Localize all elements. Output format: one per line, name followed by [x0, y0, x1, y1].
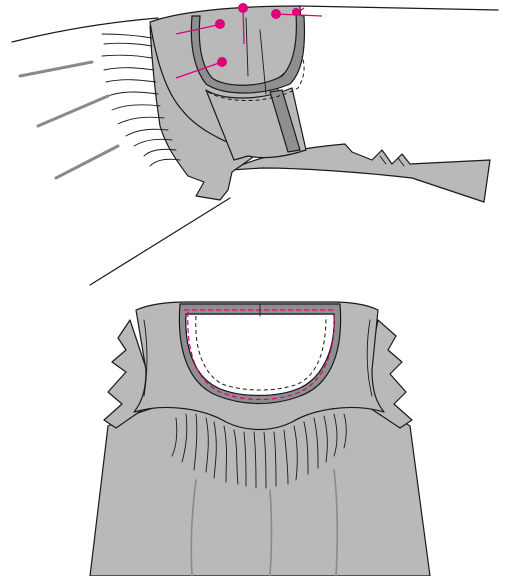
step-1-illustration	[12, 3, 498, 285]
garment-edge-top-left	[12, 18, 158, 42]
garment-edge-bottom-left	[90, 198, 230, 285]
motion-stroke-1	[20, 62, 92, 76]
motion-stroke-2	[38, 96, 108, 126]
garment-edge-top-right	[300, 6, 498, 10]
step-2-illustration	[90, 302, 430, 576]
motion-stroke-3	[56, 146, 118, 178]
